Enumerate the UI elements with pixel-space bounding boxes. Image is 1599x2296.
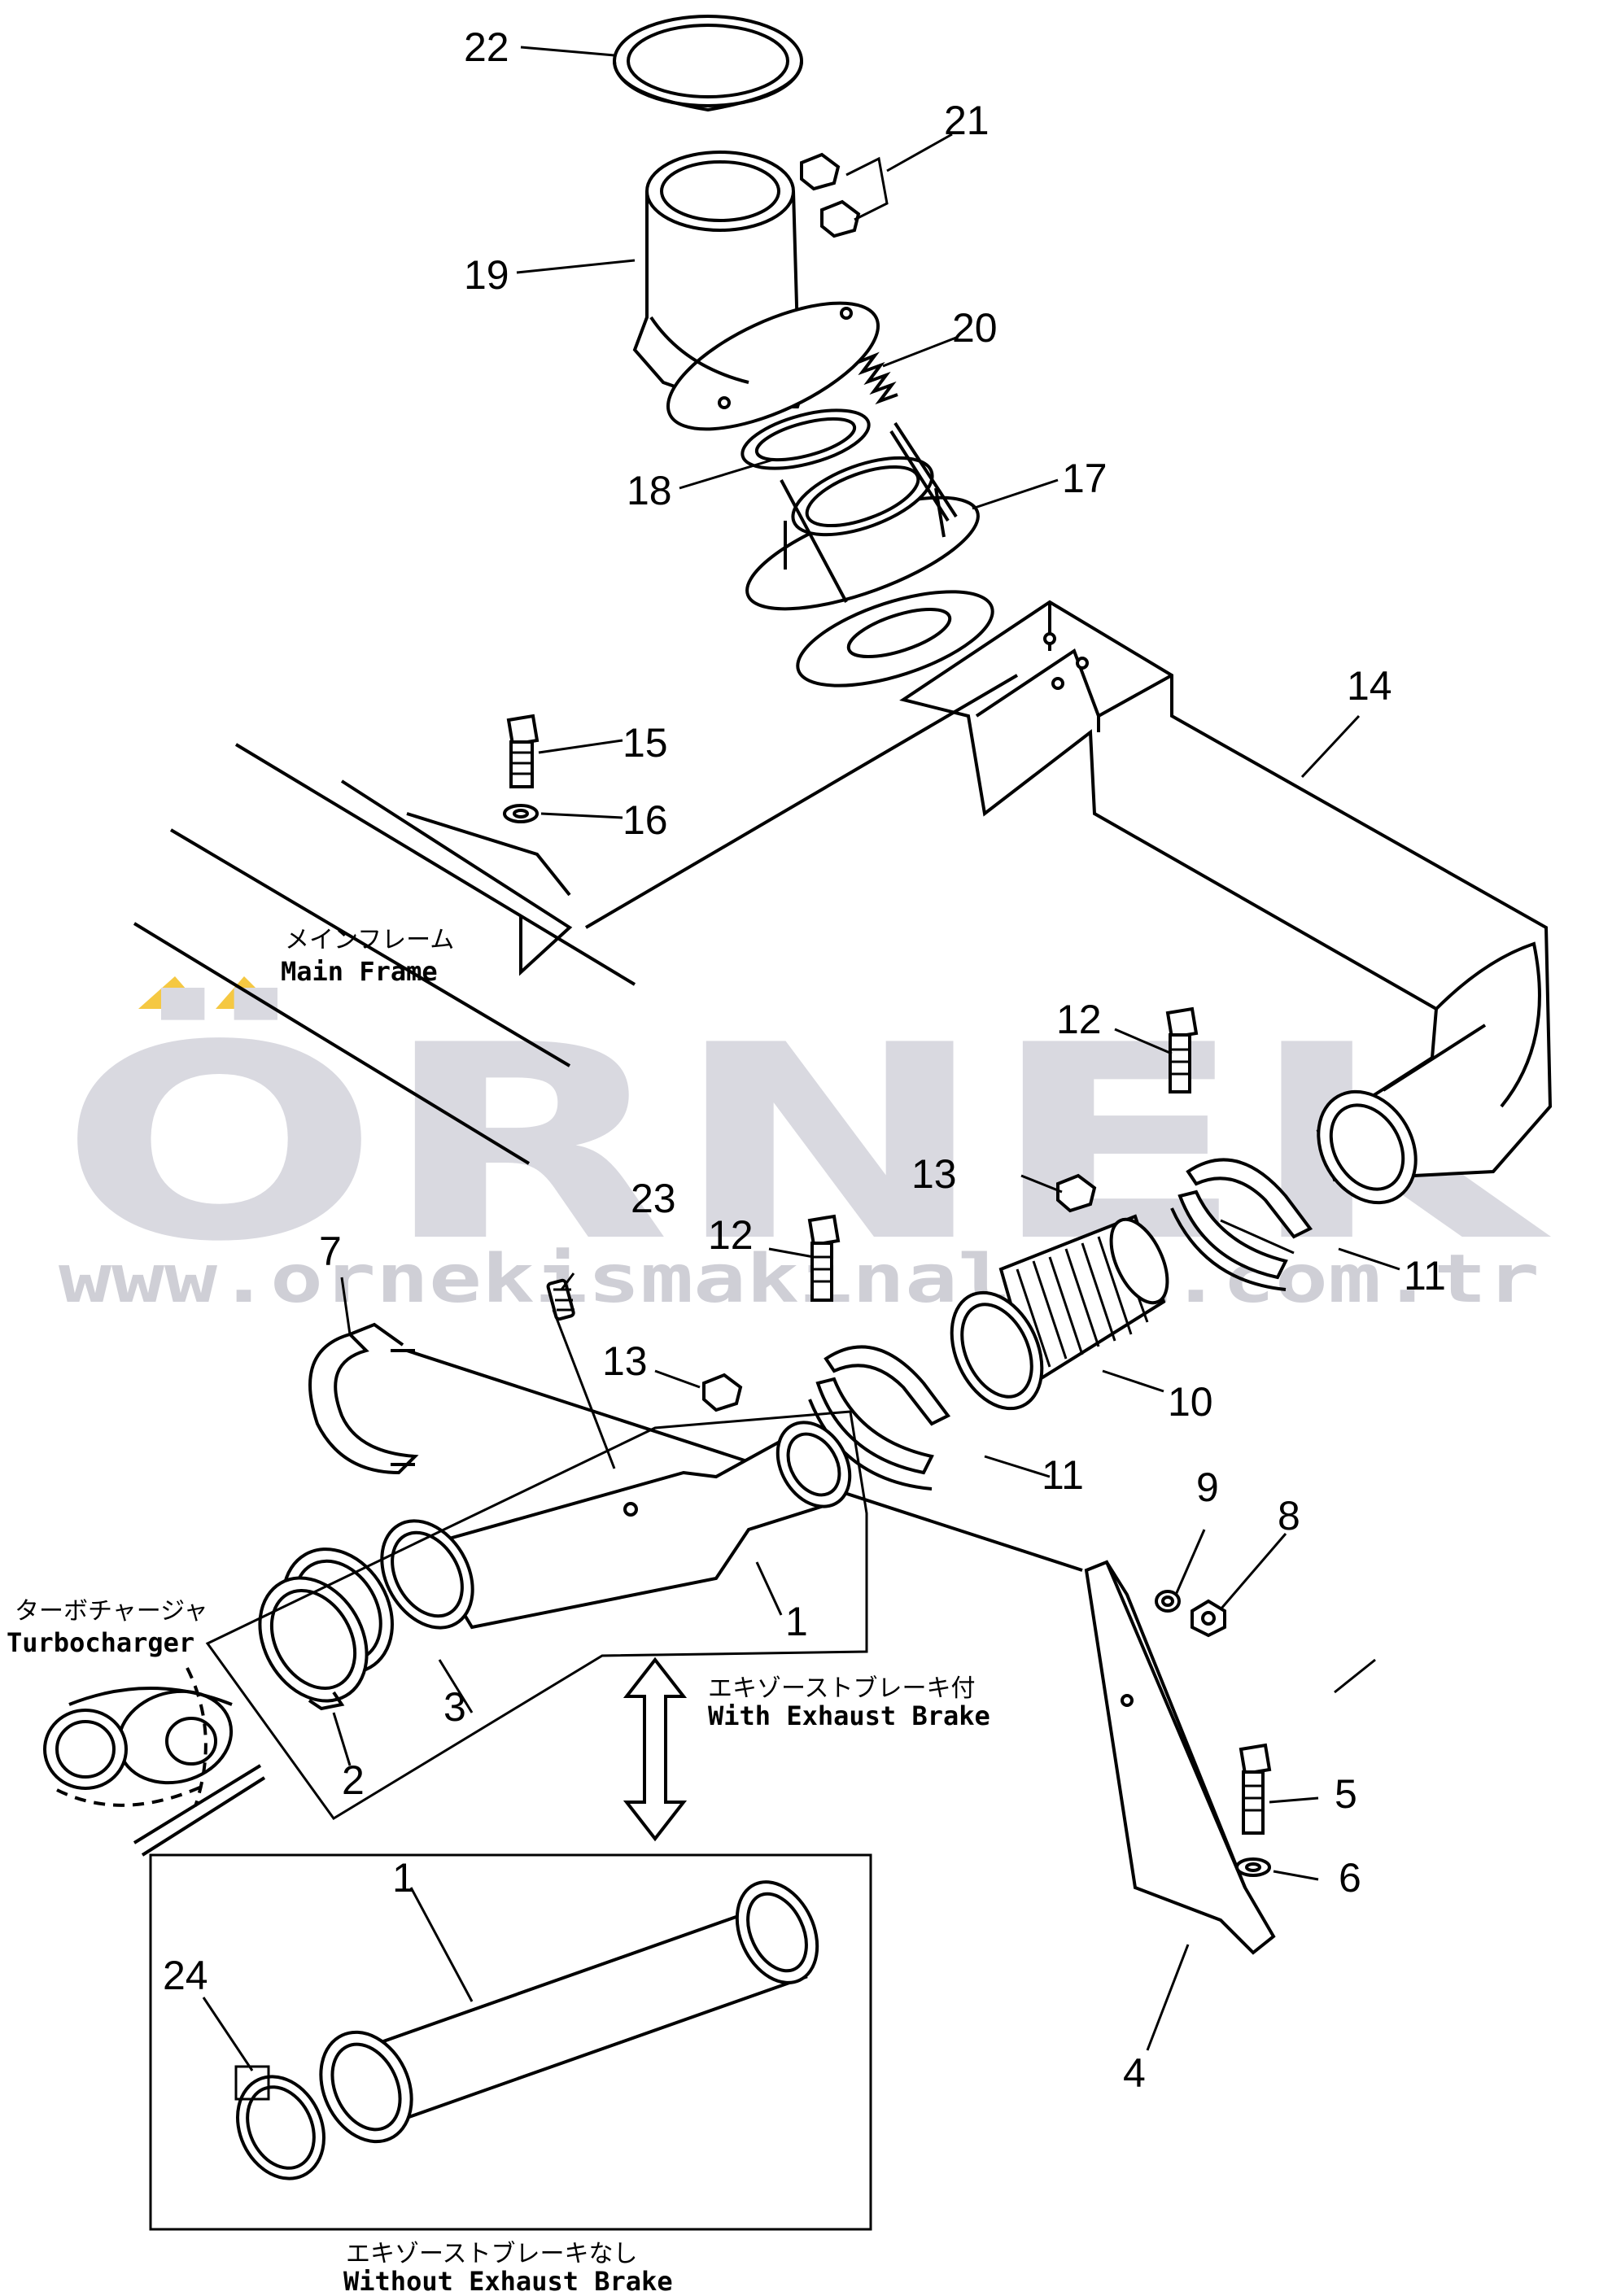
callout-3: 3 <box>443 1684 466 1730</box>
main-frame-en-label: Main Frame <box>281 956 438 987</box>
with-brake-en-label: With Exhaust Brake <box>708 1700 990 1731</box>
gasket-flange <box>796 590 994 687</box>
callout-12-lower: 12 <box>708 1212 754 1258</box>
main-frame-jp-label: メインフレーム <box>285 926 454 954</box>
callout-22: 22 <box>464 24 509 70</box>
callout-19: 19 <box>464 252 509 298</box>
callout-15: 15 <box>623 720 668 766</box>
callout-20: 20 <box>952 305 998 351</box>
without-brake-en-label: Without Exhaust Brake <box>343 2266 673 2296</box>
strap-7 <box>308 1322 419 1475</box>
callout-1-upper: 1 <box>785 1599 808 1644</box>
double-arrow-icon <box>623 1657 688 1842</box>
callout-24: 24 <box>163 1953 208 1998</box>
callout-14: 14 <box>1347 663 1392 709</box>
watermark-accent-mark-left <box>138 976 203 1009</box>
ring-24 <box>234 2065 325 2180</box>
captions: メインフレーム Main Frame ターボチャージャ Turbocharger… <box>7 926 990 2296</box>
exhaust-elbow-19 <box>632 151 880 431</box>
watermark-brand: ÖRNEK <box>59 985 1553 1300</box>
nuts-21 <box>800 152 889 238</box>
gasket-22 <box>613 15 803 112</box>
callout-numbers: 22 21 19 20 18 17 14 15 16 12 13 11 10 2… <box>163 24 1446 2096</box>
callout-6: 6 <box>1339 1855 1361 1901</box>
bolt-5 <box>1239 1743 1272 1835</box>
callout-21: 21 <box>944 98 990 143</box>
flange-17 <box>745 421 980 611</box>
without-brake-box <box>149 1853 872 2231</box>
without-brake-jp-label: エキゾーストブレーキなし <box>346 2240 638 2268</box>
callout-1-lower: 1 <box>392 1855 415 1901</box>
callout-13-upper: 13 <box>911 1151 957 1197</box>
pipe-1-without-brake <box>319 1880 819 2144</box>
nut-13-upper <box>1056 1173 1097 1213</box>
bolt-12-lower <box>807 1214 841 1302</box>
callout-16: 16 <box>623 797 668 843</box>
nut-13-lower <box>702 1373 743 1412</box>
clamp-11-upper <box>1170 1158 1313 1291</box>
callout-13-lower: 13 <box>602 1338 648 1384</box>
callout-4: 4 <box>1123 2050 1146 2096</box>
callout-10: 10 <box>1168 1379 1213 1425</box>
washer-16 <box>503 804 539 823</box>
main-frame-outline <box>133 674 1019 1165</box>
callout-8: 8 <box>1278 1493 1300 1539</box>
washer-9 <box>1155 1590 1181 1613</box>
clamp-11-lower <box>808 1345 951 1491</box>
ring-18 <box>741 408 871 470</box>
callout-7: 7 <box>319 1229 342 1274</box>
bolt-15 <box>506 714 540 788</box>
callout-11-lower: 11 <box>1042 1452 1084 1498</box>
callout-11-upper: 11 <box>1404 1253 1446 1299</box>
bracket-4 <box>1084 1560 1276 1955</box>
callout-2: 2 <box>342 1757 365 1803</box>
turbocharger <box>43 1667 266 1857</box>
with-brake-jp-label: エキゾーストブレーキ付 <box>708 1674 976 1703</box>
clamp-2 <box>258 1576 369 1711</box>
flex-pipe-10 <box>950 1214 1169 1411</box>
leader-lines <box>202 46 1400 2071</box>
with-brake-group-frame <box>205 1410 868 1821</box>
washer-6 <box>1235 1857 1271 1877</box>
callout-9: 9 <box>1196 1464 1219 1510</box>
callout-5: 5 <box>1335 1771 1357 1817</box>
callout-12-upper: 12 <box>1056 997 1102 1042</box>
nut-8 <box>1191 1599 1226 1638</box>
exhaust-pipe-14 <box>899 600 1553 1205</box>
callout-17: 17 <box>1062 456 1108 501</box>
callout-18: 18 <box>627 468 672 513</box>
watermark: ÖRNEK www.ornekismakinalari.com.tr <box>59 976 1553 1318</box>
turbocharger-en-label: Turbocharger <box>7 1627 194 1658</box>
callout-23: 23 <box>631 1176 676 1221</box>
turbocharger-jp-label: ターボチャージャ <box>15 1597 208 1626</box>
stud-23 <box>546 1278 575 1321</box>
bolt-12-upper <box>1165 1006 1199 1093</box>
watermark-url: www.ornekismakinalari.com.tr <box>59 1241 1540 1318</box>
spring-20 <box>858 351 898 405</box>
